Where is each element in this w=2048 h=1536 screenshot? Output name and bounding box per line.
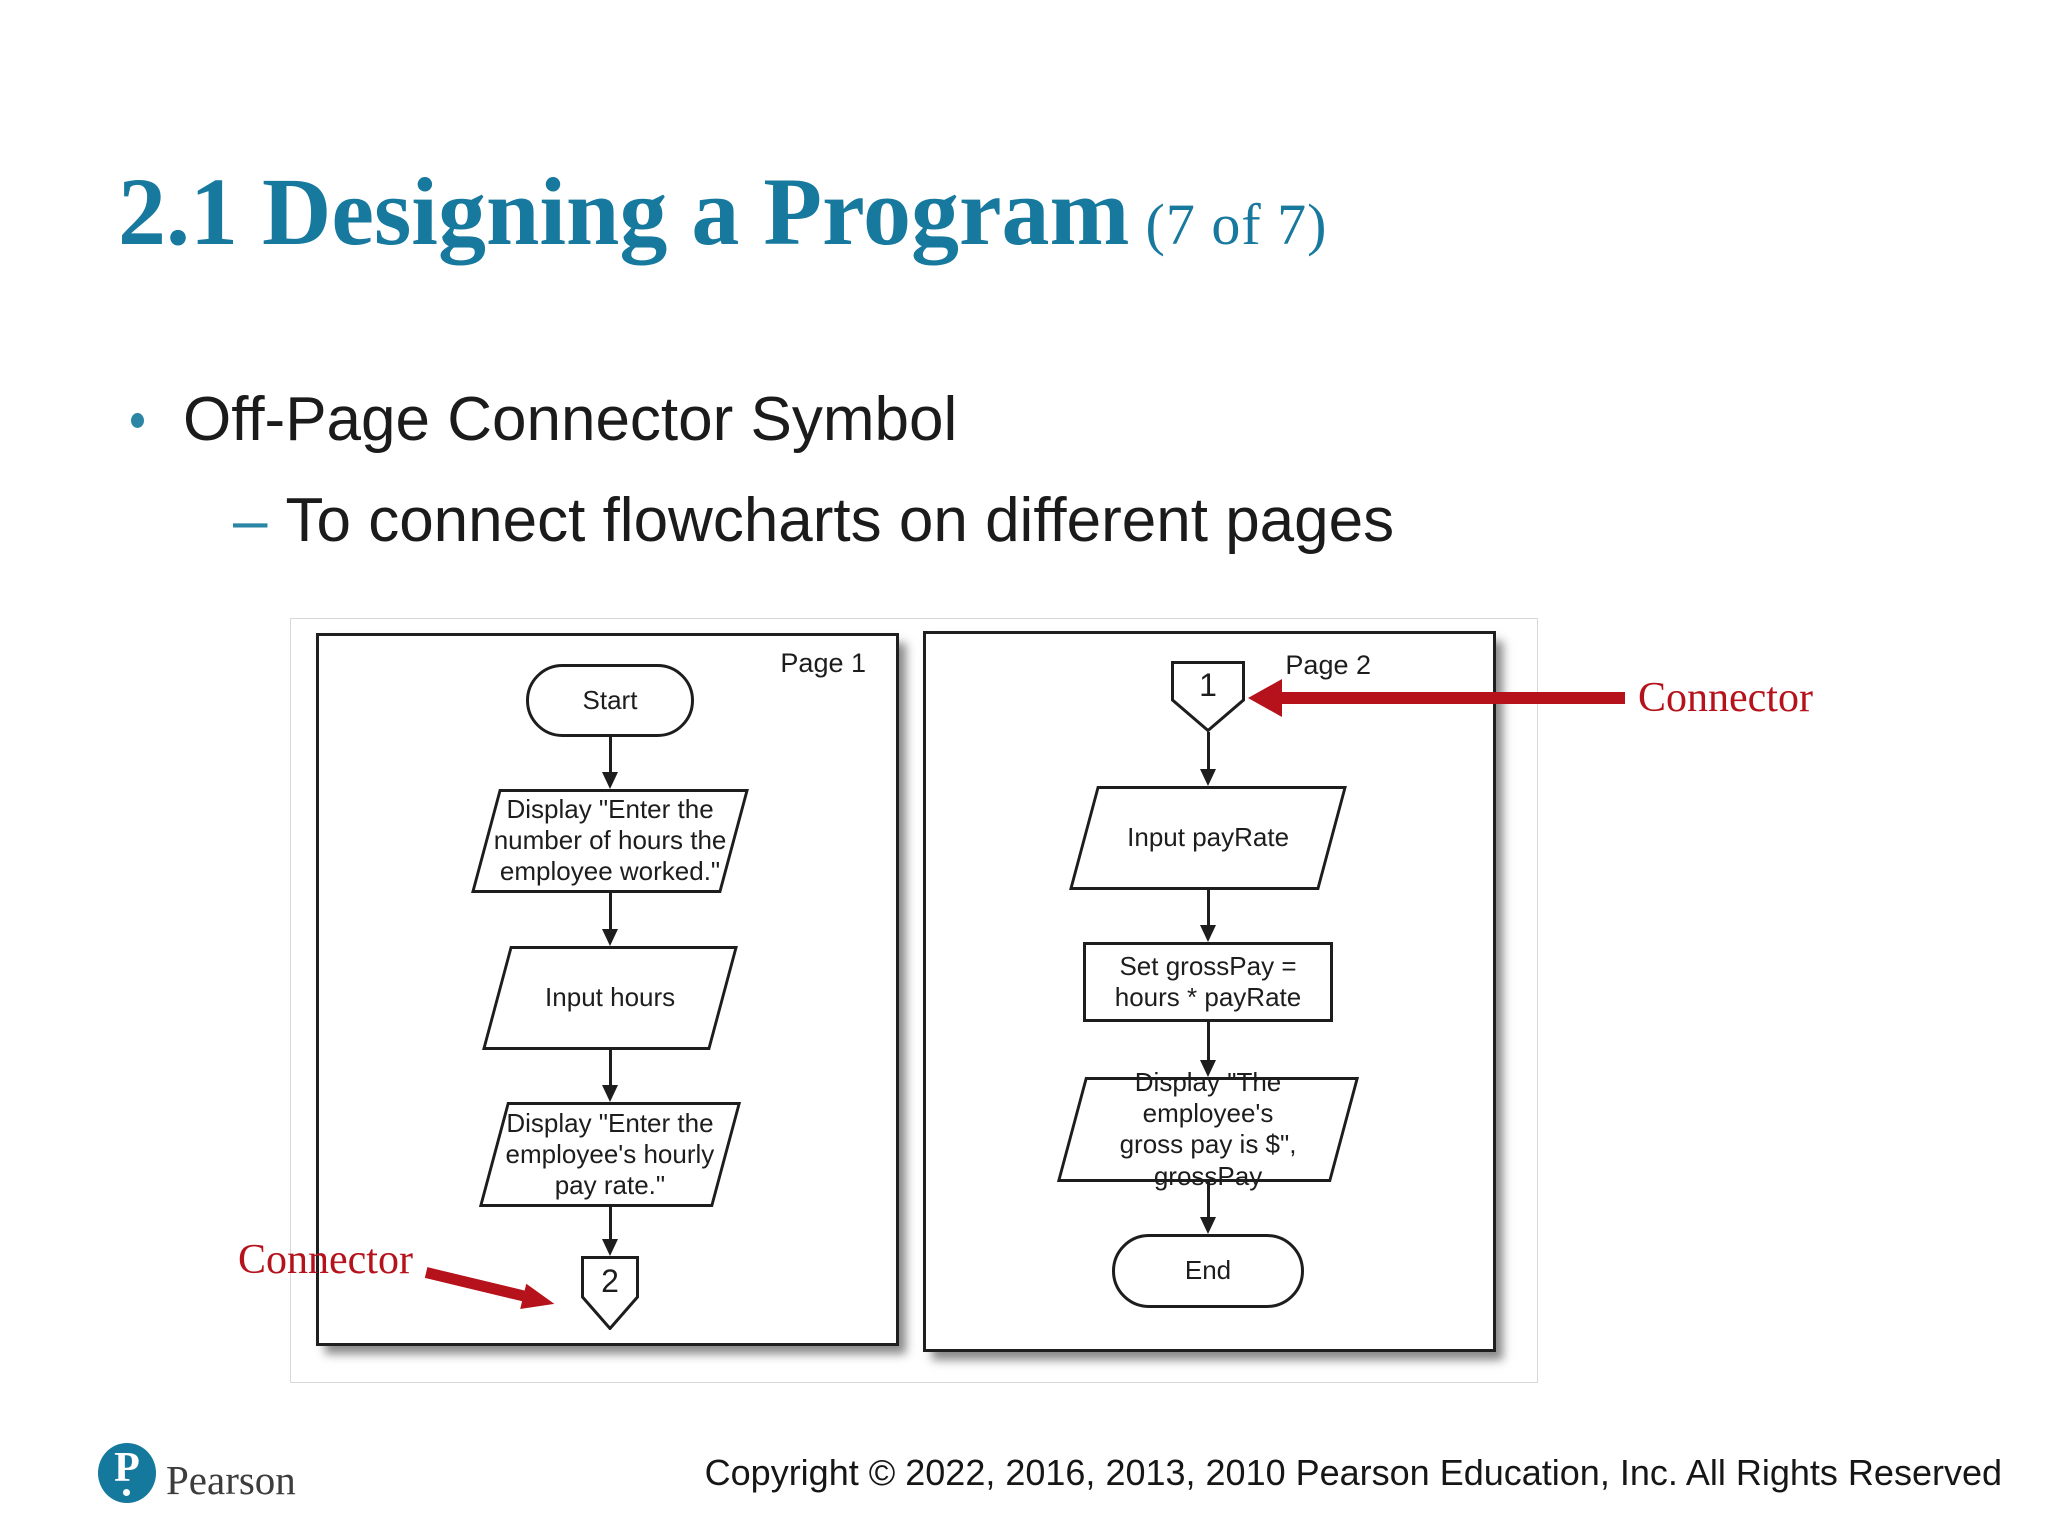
display-hours-parallelogram: Display "Enter the number of hours the e… <box>471 789 749 893</box>
start-terminator: Start <box>526 664 694 737</box>
pearson-logo-initial: P <box>114 1445 140 1491</box>
flow-arrow-down-icon <box>602 1207 618 1256</box>
offpage-connector-1: 1 <box>1171 661 1245 732</box>
flow-arrow-down-icon <box>1200 1182 1216 1234</box>
offpage-connector-2-number: 2 <box>601 1263 619 1299</box>
input-payrate-parallelogram: Input payRate <box>1069 786 1347 890</box>
end-text: End <box>1184 1255 1232 1286</box>
bullet-sub-text: To connect flowcharts on different pages <box>285 486 1395 555</box>
flow-arrow-down-icon <box>602 737 618 789</box>
flow-arrow-down-icon <box>1200 1022 1216 1077</box>
pearson-logo-icon: P <box>98 1443 156 1503</box>
bullet-main: Off-Page Connector Symbol <box>183 385 958 454</box>
red-arrow-shaft <box>1281 692 1625 704</box>
page-title-suffix: (7 of 7) <box>1145 192 1328 257</box>
connector-callout-left: Connector <box>238 1237 413 1283</box>
flowchart-page2-panel: Page 2 1 Input payRate Set grossPay = ho… <box>923 631 1496 1352</box>
bullet-sub: –To connect flowcharts on different page… <box>233 490 1394 552</box>
flowchart-page1-panel: Page 1 Start Display "Enter the number o… <box>316 633 899 1346</box>
dash-icon: – <box>233 486 268 555</box>
flow-arrow-down-icon <box>1200 732 1216 786</box>
display-grosspay-parallelogram: Display "The employee's gross pay is $",… <box>1056 1067 1360 1191</box>
display-rate-parallelogram: Display "Enter the employee's hourly pay… <box>478 1102 742 1207</box>
input-hours-parallelogram: Input hours <box>482 946 738 1050</box>
input-hours-text: Input hours <box>544 982 676 1013</box>
offpage-connector-1-number: 1 <box>1199 667 1217 703</box>
bullet-icon <box>131 413 144 428</box>
page-title: 2.1 Designing a Program(7 of 7) <box>118 164 1327 260</box>
display-rate-text: Display "Enter the employee's hourly pay… <box>505 1107 715 1201</box>
display-grosspay-text: Display "The employee's gross pay is $",… <box>1119 1067 1297 1191</box>
end-terminator: End <box>1112 1234 1304 1308</box>
offpage-connector-2: 2 <box>581 1256 639 1330</box>
red-arrow-icon <box>1248 679 1282 717</box>
flow-arrow-down-icon <box>602 1050 618 1102</box>
flow-arrow-down-icon <box>602 893 618 946</box>
input-payrate-text: Input payRate <box>1127 822 1289 853</box>
display-hours-text: Display "Enter the number of hours the e… <box>493 794 727 887</box>
set-grosspay-process: Set grossPay = hours * payRate <box>1083 942 1333 1022</box>
flow-arrow-down-icon <box>1200 890 1216 942</box>
connector-callout-right: Connector <box>1638 675 1813 721</box>
page-title-text: 2.1 Designing a Program <box>118 158 1130 265</box>
set-grosspay-text: Set grossPay = hours * payRate <box>1114 950 1302 1012</box>
pearson-wordmark: Pearson <box>166 1457 296 1503</box>
start-text: Start <box>582 684 638 715</box>
flowchart-figure: Page 1 Start Display "Enter the number o… <box>290 618 1538 1383</box>
pearson-logo-dot <box>123 1489 130 1496</box>
page2-label: Page 2 <box>1285 650 1371 680</box>
page1-label: Page 1 <box>780 648 866 678</box>
copyright-text: Copyright © 2022, 2016, 2013, 2010 Pears… <box>704 1452 2002 1493</box>
